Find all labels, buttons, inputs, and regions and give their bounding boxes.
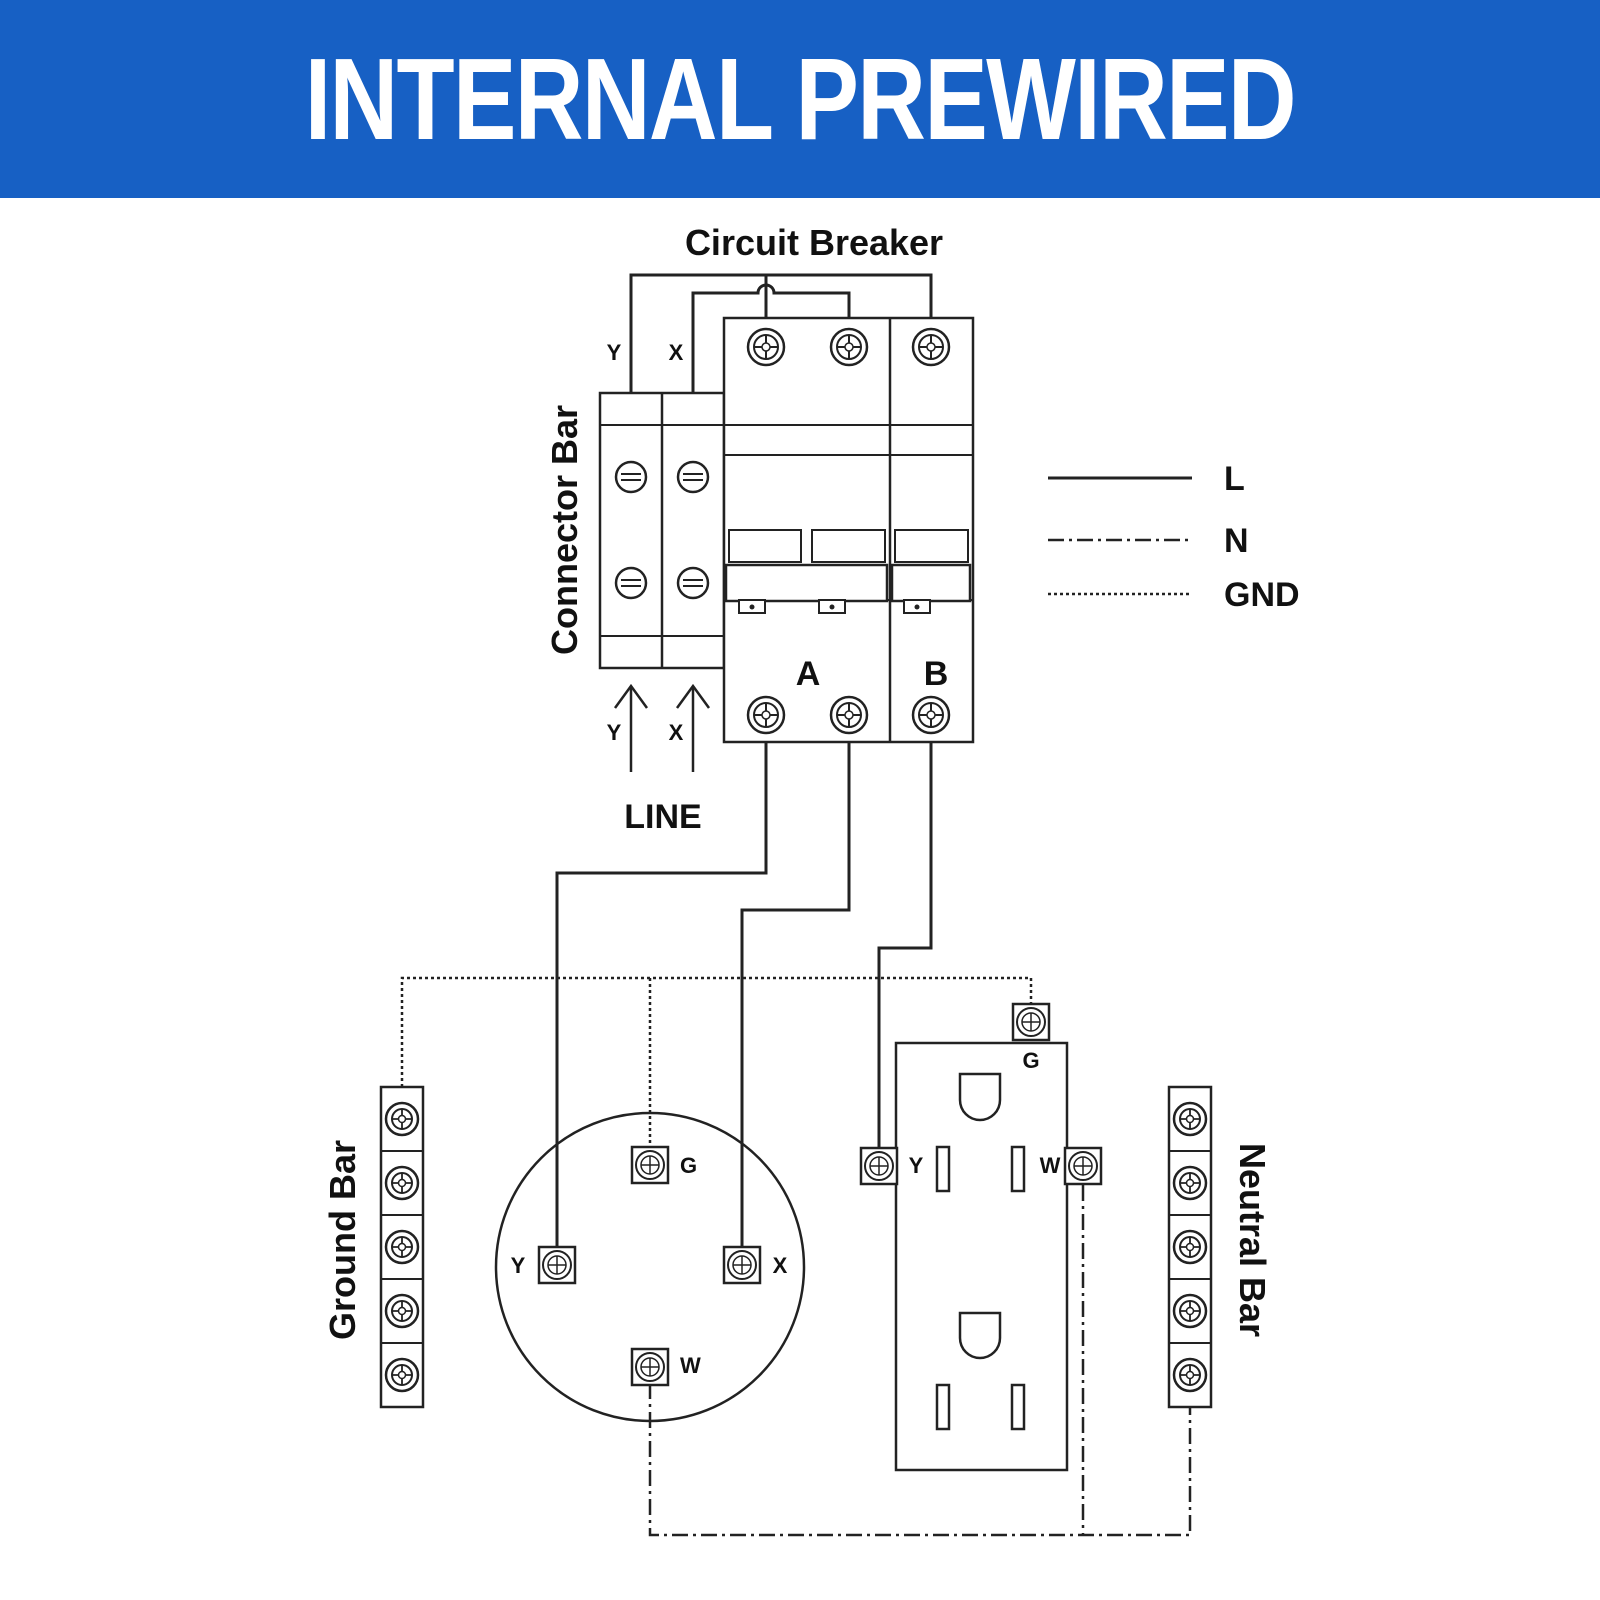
outlet-y-terminal-icon [859, 1146, 899, 1186]
breaker-a-label: A [796, 655, 821, 693]
ground-bar-screw-icon [384, 1165, 420, 1201]
connector-screw-icon [614, 460, 648, 494]
connector-screw-icon [676, 460, 710, 494]
breaker-terminal-icon [911, 327, 951, 367]
outlet-y-label: Y [909, 1153, 924, 1178]
duplex-outlet: G Y W [859, 1002, 1103, 1472]
ground-bar-screw-icon [384, 1101, 420, 1137]
connector-screw-icon [614, 566, 648, 600]
ground-bar-screw-icon [384, 1357, 420, 1393]
breaker-terminal-icon [829, 695, 869, 735]
ground-wires [400, 976, 1033, 1147]
legend-label-n: N [1224, 522, 1249, 560]
legend: L N GND [1048, 460, 1300, 614]
line-y-label: Y [607, 720, 622, 745]
receptacle-g-label: G [680, 1153, 697, 1178]
neutral-wires [648, 1185, 1192, 1537]
breaker-b-label: B [924, 655, 949, 693]
circuit-breaker-label: Circuit Breaker [685, 222, 943, 263]
breaker-terminal-icon [746, 695, 786, 735]
connector-screw-icon [676, 566, 710, 600]
breaker-handle-b [890, 563, 972, 603]
receptacle-w-terminal-icon [630, 1347, 670, 1387]
ground-bar-screw-icon [384, 1229, 420, 1265]
neutral-bar-screw-icon [1172, 1229, 1208, 1265]
neutral-bar-screw-icon [1172, 1101, 1208, 1137]
circuit-breaker: A B [722, 316, 975, 744]
neutral-bar-screw-icon [1172, 1165, 1208, 1201]
receptacle-y-label: Y [511, 1253, 526, 1278]
neutral-bar-screw-icon [1172, 1293, 1208, 1329]
receptacle-g-terminal-icon [630, 1145, 670, 1185]
ground-bar [379, 1085, 425, 1409]
page-title: INTERNAL PREWIRED [304, 34, 1297, 164]
legend-label-gnd: GND [1224, 576, 1300, 614]
ground-bar-label: Ground Bar [322, 1140, 363, 1340]
line-label: LINE [624, 798, 701, 836]
wire-x-label: X [669, 340, 684, 365]
outlet-g-label: G [1022, 1048, 1039, 1073]
outlet-g-terminal-icon [1011, 1002, 1051, 1042]
title-banner: INTERNAL PREWIRED [0, 0, 1600, 198]
breaker-handle-a [724, 563, 889, 603]
receptacle-x-label: X [773, 1253, 788, 1278]
receptacle-x-terminal-icon [722, 1245, 762, 1285]
legend-label-l: L [1224, 460, 1245, 498]
round-receptacle: G Y X W [494, 1111, 806, 1423]
receptacle-w-label: W [680, 1353, 701, 1378]
receptacle-y-terminal-icon [537, 1245, 577, 1285]
breaker-terminal-icon [911, 695, 951, 735]
outlet-w-terminal-icon [1063, 1146, 1103, 1186]
wire-y-label: Y [607, 340, 622, 365]
hot-wires [555, 742, 933, 1264]
line-x-label: X [669, 720, 684, 745]
neutral-bar-screw-icon [1172, 1357, 1208, 1393]
line-wires-top [629, 273, 933, 393]
ground-bar-screw-icon [384, 1293, 420, 1329]
outlet-w-label: W [1040, 1153, 1061, 1178]
neutral-bar [1167, 1085, 1213, 1409]
line-input-arrows [613, 683, 711, 772]
neutral-bar-label: Neutral Bar [1232, 1143, 1273, 1337]
outlet-ground-hole-icon [958, 1311, 1002, 1360]
breaker-terminal-icon [746, 327, 786, 367]
outlet-ground-hole-icon [958, 1072, 1002, 1122]
connector-bar [598, 391, 726, 670]
breaker-terminal-icon [829, 327, 869, 367]
connector-bar-label: Connector Bar [544, 405, 585, 655]
